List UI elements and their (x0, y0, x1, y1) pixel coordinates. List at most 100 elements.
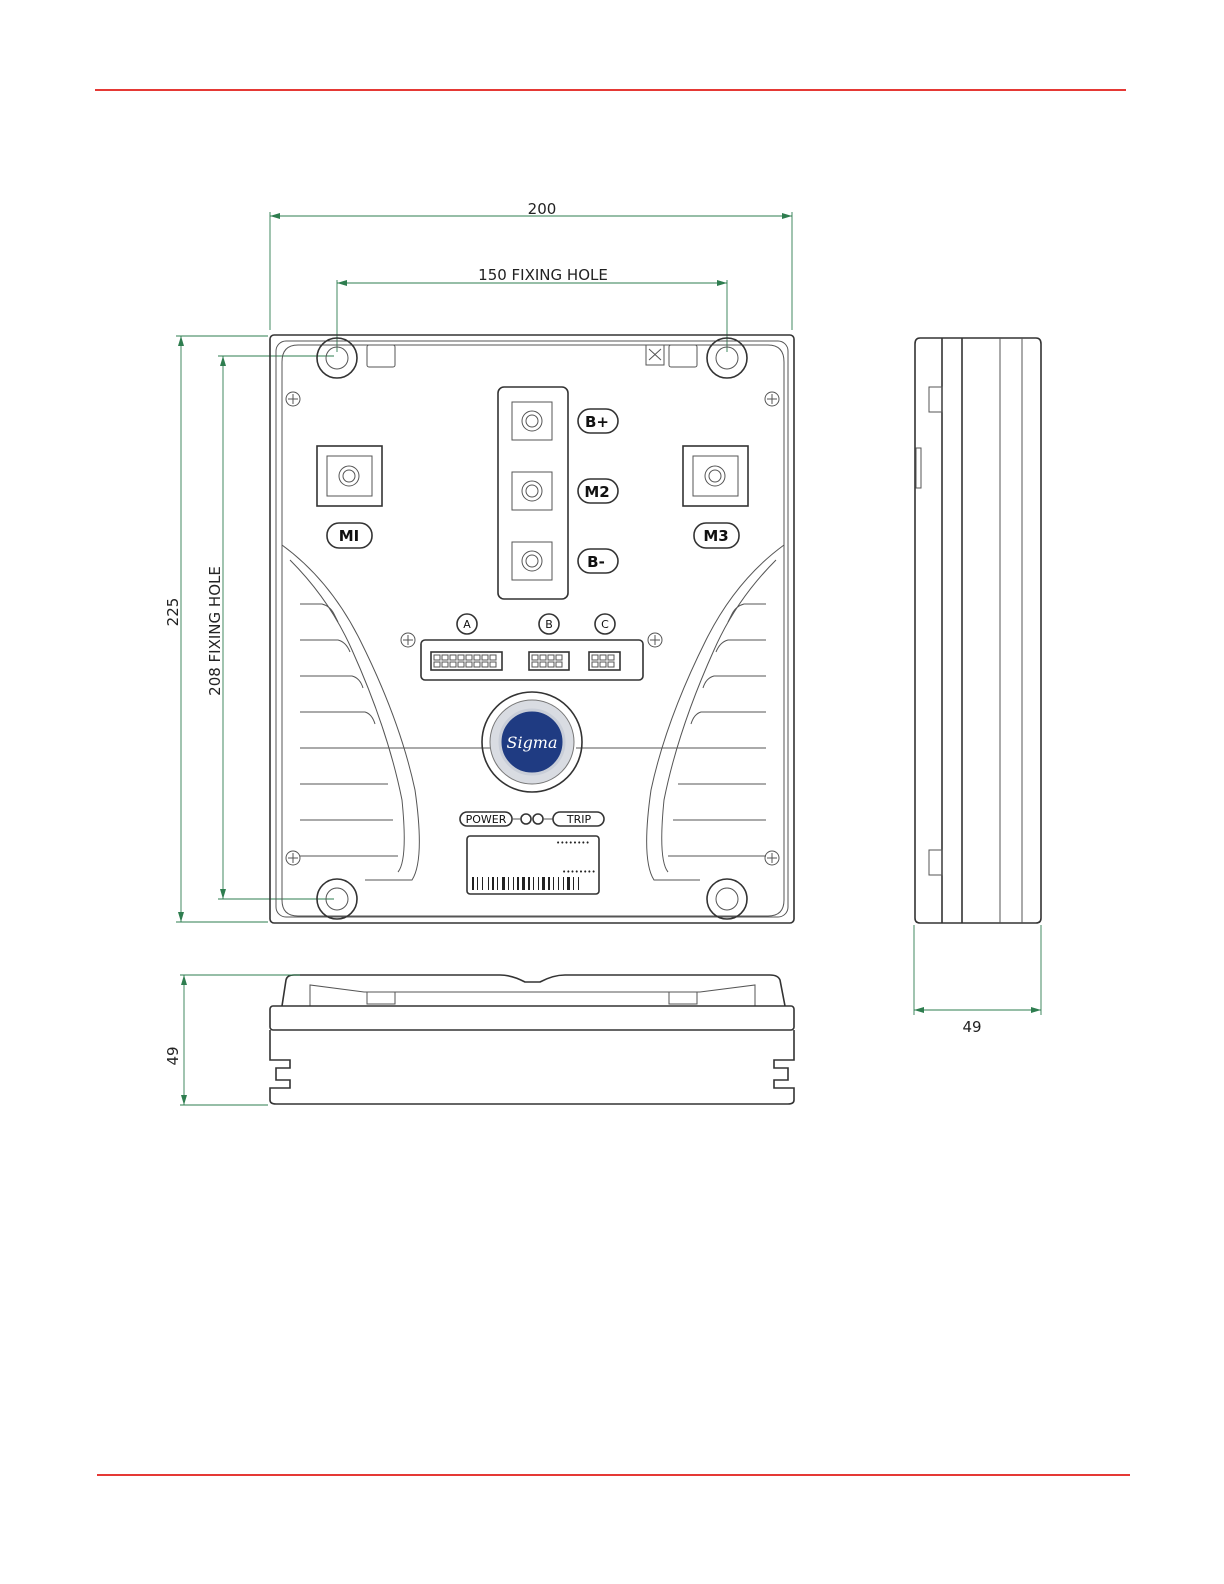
barcode-bar (497, 877, 498, 890)
screw-bottom-left (286, 851, 300, 865)
terminal-m1 (317, 446, 382, 506)
fixing-hole-bottom-right (707, 879, 747, 919)
terminal-b-minus (512, 542, 552, 580)
connector-pin (490, 655, 496, 660)
connector-pin (458, 655, 464, 660)
dimension-fixing-width-label: 150 FIXING HOLE (478, 266, 608, 284)
barcode (472, 877, 579, 890)
screw-bottom-right (765, 851, 779, 865)
barcode-bar (482, 877, 483, 890)
barcode-bar (488, 877, 489, 890)
connector-pin (592, 662, 598, 667)
connector-pin (442, 655, 448, 660)
terminal-label-m3: M3 (703, 527, 728, 545)
label-plate: •••••••• •••••••• (467, 836, 599, 894)
terminal-label-b-plus: B+ (585, 413, 609, 431)
dimension-height-label: 225 (164, 598, 182, 627)
barcode-bar (502, 877, 505, 890)
power-led (521, 814, 531, 824)
trip-led (533, 814, 543, 824)
barcode-bar (517, 877, 519, 890)
connector-label-c: C (601, 618, 609, 631)
indicator-label-trip: TRIP (566, 813, 592, 826)
dimension-depth-front: 49 (164, 975, 300, 1105)
connector-pin (442, 662, 448, 667)
connector-pin (532, 655, 538, 660)
connector-label-b: B (545, 618, 553, 631)
front-view: B+ M2 B- MI M3 (270, 335, 794, 923)
connector-pin (450, 662, 456, 667)
dimension-depth-side: 49 (914, 925, 1041, 1036)
wee-icon (646, 345, 664, 365)
barcode-bar (563, 877, 564, 890)
connector-pin (548, 662, 554, 667)
dimension-width-label: 200 (528, 200, 557, 218)
barcode-bar (492, 877, 494, 890)
connector-pin (482, 662, 488, 667)
connector-pin (592, 655, 598, 660)
barcode-bar (538, 877, 539, 890)
connector-pin (608, 662, 614, 667)
terminal-m2 (512, 472, 552, 510)
connector-pin (434, 655, 440, 660)
terminal-label-m1: MI (339, 527, 360, 545)
connector-pin (532, 662, 538, 667)
barcode-bar (548, 877, 550, 890)
bottom-view (270, 975, 794, 1104)
connector-pin (434, 662, 440, 667)
connector-pin (474, 662, 480, 667)
dimension-depth-side-label: 49 (962, 1018, 981, 1036)
connector-pin (540, 662, 546, 667)
terminal-label-m2: M2 (584, 483, 609, 501)
connector-a (431, 652, 502, 670)
connector-pin (458, 662, 464, 667)
sigma-logo-badge: Sigma (482, 692, 582, 792)
dimension-fixing-height-label: 208 FIXING HOLE (206, 566, 224, 696)
barcode-bar (573, 877, 574, 890)
side-view (915, 338, 1041, 923)
terminal-label-b-minus: B- (587, 553, 605, 571)
barcode-bar (533, 877, 534, 890)
connector-pin (556, 655, 562, 660)
connector-pin (474, 655, 480, 660)
barcode-bar (578, 877, 579, 890)
connector-pin (466, 655, 472, 660)
connector-b (529, 652, 569, 670)
screw-connector-left (401, 633, 415, 647)
screw-top-left (286, 392, 300, 406)
label-plate-line2: •••••••• (562, 868, 596, 876)
barcode-bar (528, 877, 530, 890)
barcode-bar (513, 877, 514, 890)
connector-pin (450, 655, 456, 660)
barcode-bar (567, 877, 570, 890)
logo-text: Sigma (506, 733, 557, 752)
dimension-width: 200 (270, 200, 792, 330)
connector-pin (466, 662, 472, 667)
screw-top-right (765, 392, 779, 406)
connector-pin (490, 662, 496, 667)
label-plate-line1: •••••••• (556, 839, 590, 847)
barcode-bar (472, 877, 474, 890)
barcode-bar (542, 877, 545, 890)
dimension-depth-front-label: 49 (164, 1046, 182, 1065)
terminal-m3 (683, 446, 748, 506)
connector-c (589, 652, 620, 670)
terminal-b-plus (512, 402, 552, 440)
connector-pin (482, 655, 488, 660)
connector-pin (540, 655, 546, 660)
barcode-bar (522, 877, 525, 890)
connector-pin (556, 662, 562, 667)
dimension-fixing-width: 150 FIXING HOLE (337, 266, 727, 352)
barcode-bar (558, 877, 559, 890)
barcode-bar (553, 877, 554, 890)
connector-pin (608, 655, 614, 660)
barcode-bar (477, 877, 478, 890)
connector-pin (548, 655, 554, 660)
screw-connector-right (648, 633, 662, 647)
connector-pin (600, 662, 606, 667)
connector-label-a: A (463, 618, 471, 631)
indicator-label-power: POWER (466, 813, 507, 826)
cooling-ribs-left (300, 604, 490, 856)
connector-pin (600, 655, 606, 660)
